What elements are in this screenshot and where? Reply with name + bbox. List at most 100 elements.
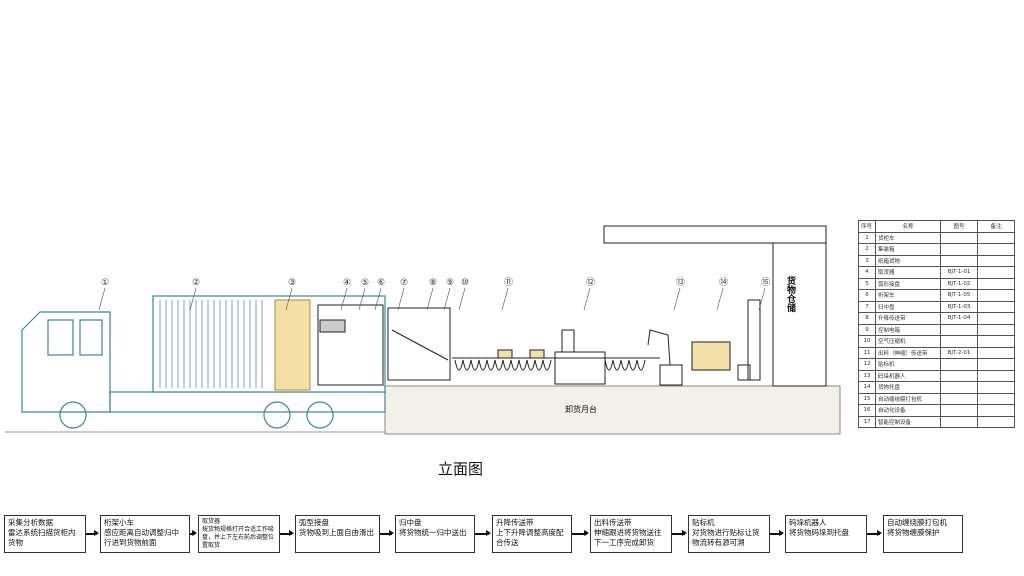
table-cell (977, 346, 1015, 359)
flow-step: 贴标机对货物进行贴标让货物流转有源可溯 (688, 515, 770, 553)
callout-number: ⑤ (361, 278, 369, 288)
callout-number: ⑪ (504, 277, 513, 288)
table-cell: 智能控制设备 (875, 415, 941, 428)
flow-step: 升降传送带上下升降调整高度配合传送 (492, 515, 572, 553)
callout-number: ⑭ (719, 277, 728, 288)
flow-arrow-icon (86, 530, 99, 536)
table-cell: 货物托盘 (875, 381, 941, 394)
table-header: 序号 名称 图号 备注 (858, 220, 1015, 233)
conveyor (452, 329, 660, 385)
flow-arrow-icon (672, 530, 687, 536)
table-cell (940, 243, 978, 256)
leader-line (397, 287, 405, 311)
callout-number: ⑩ (461, 278, 469, 288)
flow-step-desc: 雷达系统扫描货柜内货物 (8, 528, 76, 547)
flow-step-title: 归中盘 (399, 518, 422, 527)
palletizing-robot (647, 299, 761, 386)
table-cell: 取货器 (875, 266, 941, 279)
callout-number: ⑥ (377, 278, 385, 288)
header-cell: 备注 (977, 220, 1015, 233)
header-cell: 序号 (858, 220, 876, 233)
flow-step-title: 贴标机 (692, 518, 715, 527)
flow-step-desc: 上下升降调整高度配合传送 (496, 528, 564, 547)
unloading-dock (384, 385, 841, 435)
leader-line (98, 287, 106, 311)
table-cell (977, 404, 1015, 417)
table-cell: 出料（伸缩）传送带 (875, 346, 941, 359)
table-cell: BJT-1-01 (940, 266, 978, 279)
flow-step-title: 自动缠绕膜打包机 (887, 518, 947, 527)
flow-step-title: 弧型接盘 (299, 518, 329, 527)
flow-step-title: 码垛机器人 (789, 518, 827, 527)
flow-step-desc: 将货物缠膜保护 (887, 528, 940, 537)
flow-step: 采集分析数据雷达系统扫描货柜内货物 (4, 515, 86, 553)
flow-step: 出料传送带伸缩跟进将货物送往下一工序完成卸货 (590, 515, 672, 553)
callout-number: ⑬ (676, 277, 685, 288)
flow-step: 码垛机器人将货物码垛到托盘 (785, 515, 867, 553)
table-cell (977, 358, 1015, 371)
callout-number: ① (101, 278, 109, 288)
table-cell (940, 323, 978, 336)
table-cell: BJT-2-01 (940, 346, 978, 359)
table-cell: 10 (858, 335, 876, 348)
table-cell: 15 (858, 392, 876, 405)
table-cell: BJT-1-02 (940, 277, 978, 290)
table-cell (940, 369, 978, 382)
callout-number: ⑫ (586, 277, 595, 288)
callout-number: ③ (288, 278, 296, 288)
flow-step: 弧型接盘货物吸到上面自由滑出 (295, 515, 380, 553)
table-cell: 12 (858, 358, 876, 371)
leader-line (374, 287, 382, 311)
table-cell: 14 (858, 381, 876, 394)
table-cell: 9 (858, 323, 876, 336)
leader-line (358, 287, 366, 311)
table-cell (940, 392, 978, 405)
flow-arrow-icon (572, 530, 589, 536)
table-cell: 11 (858, 346, 876, 359)
table-cell (940, 404, 978, 417)
flow-arrow-icon (380, 530, 394, 536)
table-cell (940, 358, 978, 371)
callout-number: ⑨ (446, 278, 454, 288)
table-cell: 纸箱货物 (875, 254, 941, 267)
table-cell: BJT-1-05 (940, 289, 978, 302)
table-cell: 16 (858, 404, 876, 417)
table-cell: 5 (858, 277, 876, 290)
warehouse (603, 225, 827, 387)
flow-step-desc: 伸缩跟进将货物送往下一工序完成卸货 (594, 528, 662, 547)
table-cell (977, 277, 1015, 290)
callout-number: ② (192, 278, 200, 288)
table-cell: 自动化设备 (875, 404, 941, 417)
table-cell: 1 (858, 231, 876, 244)
flow-arrow-icon (190, 530, 197, 536)
flow-step: 归中盘将货物统一归中送出 (395, 515, 475, 553)
table-cell (977, 300, 1015, 313)
table-cell: 空气压缩机 (875, 335, 941, 348)
table-cell (977, 335, 1015, 348)
flow-step-title: 桁架小车 (104, 518, 134, 527)
table-cell (977, 312, 1015, 325)
table-cell (940, 381, 978, 394)
table-cell: BJT-1-03 (940, 300, 978, 313)
table-cell (977, 323, 1015, 336)
table-cell (977, 231, 1015, 244)
table-cell: 6 (858, 289, 876, 302)
table-cell: 7 (858, 300, 876, 313)
flow-step-desc: 按货物规格打开合适工作吸盘，并上下左右前后调整位置取货 (202, 526, 275, 549)
leader-line (758, 287, 766, 311)
callout-number: ⑮ (761, 277, 770, 288)
flow-step-desc: 将货物码垛到托盘 (789, 528, 849, 537)
table-cell (977, 369, 1015, 382)
flow-step: 取货器按货物规格打开合适工作吸盘，并上下左右前后调整位置取货 (198, 515, 280, 553)
